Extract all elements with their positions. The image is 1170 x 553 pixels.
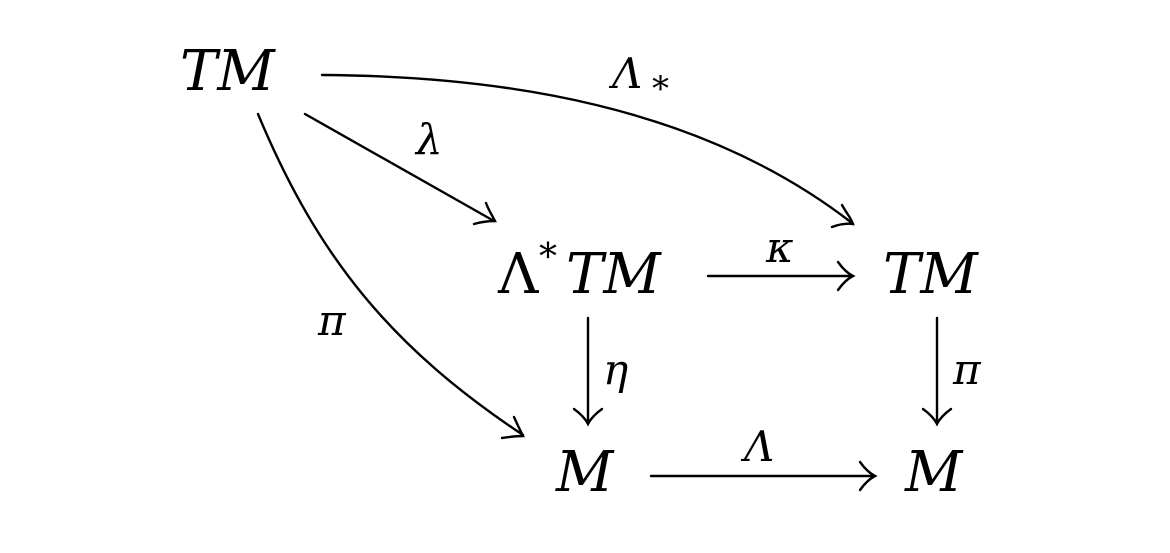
edge-kappa-arrowhead xyxy=(836,260,856,292)
node-m-bottom-right: M xyxy=(904,440,964,505)
label-kappa: κ xyxy=(765,223,794,272)
edge-pi-right-arrowhead xyxy=(921,407,953,427)
label-lambda-star-subscript: * xyxy=(652,69,669,109)
label-lambda-star-top: Λ * xyxy=(608,49,669,109)
label-capital-lambda: Λ xyxy=(740,422,774,471)
edge-top-curve xyxy=(320,73,854,225)
node-tm-right: TM xyxy=(883,242,979,307)
label-pi-left: π xyxy=(317,296,347,345)
edge-pi-left-arrowhead xyxy=(500,415,525,440)
node-m-bottom-middle: M xyxy=(555,440,615,505)
label-pi-right: π xyxy=(952,345,982,394)
edge-lambda xyxy=(303,112,496,223)
edge-top-curve-arrowhead xyxy=(830,203,855,229)
node-lambda-star-tm: Λ * TM xyxy=(497,237,662,307)
label-lambda-star-base: Λ xyxy=(608,49,642,98)
node-lambda-star-prefix: Λ xyxy=(497,242,539,307)
edge-pi-left xyxy=(256,112,525,437)
label-eta: η xyxy=(603,345,628,394)
node-tm-top-left: TM xyxy=(180,39,276,104)
label-lambda: λ xyxy=(414,115,443,164)
node-lambda-star-superscript: * xyxy=(539,237,557,278)
edge-capital-lambda-arrowhead xyxy=(858,460,878,492)
edge-eta-arrowhead xyxy=(572,407,604,427)
edge-lambda-arrowhead xyxy=(472,201,497,226)
node-lambda-star-tm-text: TM xyxy=(566,242,662,307)
